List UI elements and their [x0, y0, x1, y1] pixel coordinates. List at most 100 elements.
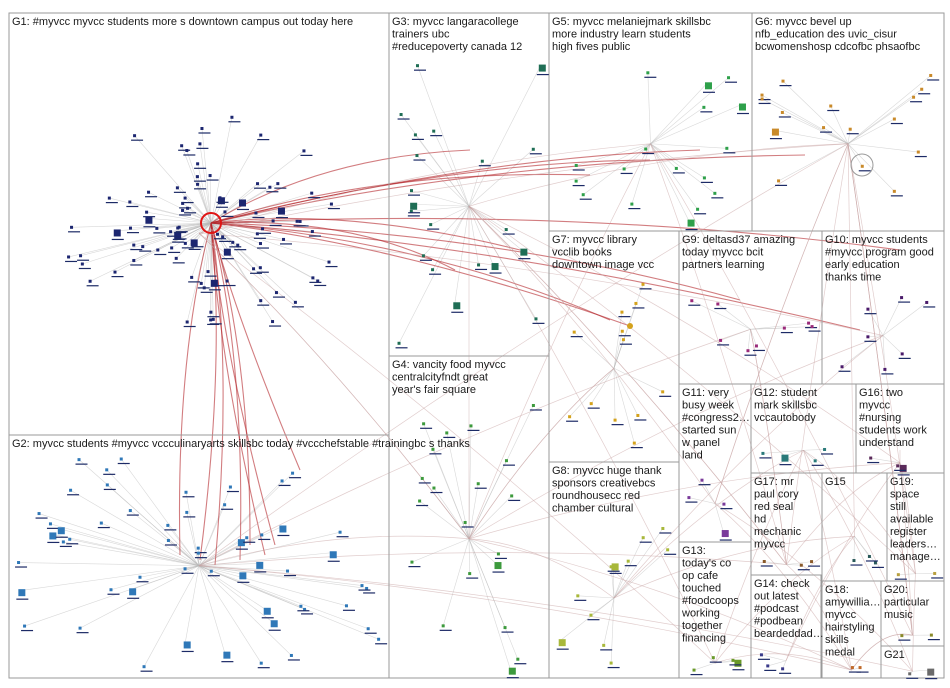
node-g3[interactable]: [492, 263, 499, 270]
node-g4[interactable]: [532, 404, 535, 407]
node-g1[interactable]: [170, 246, 173, 249]
node-g2[interactable]: [260, 533, 263, 536]
node-g6[interactable]: [777, 179, 780, 182]
node-g2[interactable]: [69, 489, 72, 492]
node-g1[interactable]: [184, 242, 187, 245]
node-g7[interactable]: [573, 331, 576, 334]
node-g8[interactable]: [610, 662, 613, 665]
node-g5[interactable]: [575, 164, 578, 167]
node-g14[interactable]: [766, 664, 769, 667]
node-g15[interactable]: [868, 555, 871, 558]
node-g2[interactable]: [360, 584, 363, 587]
node-g17[interactable]: [763, 560, 766, 563]
node-g7[interactable]: [614, 419, 617, 422]
node-g2[interactable]: [62, 540, 65, 543]
node-g7[interactable]: [642, 283, 645, 286]
node-g6[interactable]: [861, 165, 864, 168]
node-g4[interactable]: [505, 459, 508, 462]
node-g1[interactable]: [272, 219, 275, 222]
node-g1[interactable]: [212, 318, 215, 321]
node-g5[interactable]: [630, 203, 633, 206]
node-g3[interactable]: [400, 113, 403, 116]
node-g1[interactable]: [218, 196, 221, 199]
node-g15[interactable]: [852, 559, 855, 562]
node-g2[interactable]: [210, 570, 213, 573]
node-g1[interactable]: [129, 227, 132, 230]
node-g1[interactable]: [310, 192, 313, 195]
node-g10[interactable]: [900, 296, 903, 299]
node-g1[interactable]: [67, 255, 70, 258]
node-g1[interactable]: [327, 261, 330, 264]
node-g1[interactable]: [259, 242, 262, 245]
node-g20[interactable]: [930, 634, 933, 637]
node-g2[interactable]: [279, 525, 286, 532]
node-g2[interactable]: [281, 479, 284, 482]
node-g1[interactable]: [224, 249, 231, 256]
node-g11[interactable]: [700, 479, 703, 482]
node-g1[interactable]: [185, 149, 188, 152]
node-g4[interactable]: [422, 422, 425, 425]
node-g4[interactable]: [510, 494, 513, 497]
node-g1[interactable]: [145, 211, 148, 214]
node-g1[interactable]: [330, 203, 333, 206]
node-g6[interactable]: [761, 94, 764, 97]
node-g3[interactable]: [481, 160, 484, 163]
node-g3[interactable]: [414, 133, 417, 136]
node-g2[interactable]: [49, 532, 56, 539]
node-g6[interactable]: [920, 88, 923, 91]
node-g5[interactable]: [727, 76, 730, 79]
node-g7[interactable]: [636, 414, 639, 417]
node-g5[interactable]: [713, 192, 716, 195]
node-g12[interactable]: [823, 448, 826, 451]
node-g2[interactable]: [223, 652, 230, 659]
node-g7[interactable]: [661, 390, 664, 393]
node-g1[interactable]: [200, 282, 203, 285]
node-g1[interactable]: [254, 211, 257, 214]
node-g4[interactable]: [469, 424, 472, 427]
node-g9[interactable]: [811, 325, 814, 328]
node-g2[interactable]: [299, 605, 302, 608]
node-g1[interactable]: [209, 174, 212, 177]
node-g1[interactable]: [128, 201, 131, 204]
node-g2[interactable]: [78, 458, 81, 461]
node-g4[interactable]: [442, 624, 445, 627]
node-g3[interactable]: [431, 268, 434, 271]
node-g1[interactable]: [261, 227, 264, 230]
node-g4[interactable]: [477, 482, 480, 485]
node-g2[interactable]: [185, 511, 188, 514]
node-g3[interactable]: [429, 223, 432, 226]
node-g2[interactable]: [229, 486, 232, 489]
node-g13[interactable]: [712, 656, 715, 659]
node-g6[interactable]: [772, 129, 779, 136]
node-g11[interactable]: [722, 503, 725, 506]
node-g12[interactable]: [814, 459, 817, 462]
node-g3[interactable]: [532, 148, 535, 151]
node-g21[interactable]: [927, 669, 934, 676]
node-g1[interactable]: [316, 279, 319, 282]
node-g1[interactable]: [176, 226, 179, 229]
node-g7[interactable]: [620, 311, 623, 314]
node-g7[interactable]: [633, 442, 636, 445]
node-g1[interactable]: [198, 142, 201, 145]
node-g2[interactable]: [184, 641, 191, 648]
node-g12[interactable]: [781, 455, 788, 462]
node-g1[interactable]: [114, 229, 121, 236]
node-g7[interactable]: [634, 302, 637, 305]
node-g1[interactable]: [132, 244, 135, 247]
node-g2[interactable]: [109, 588, 112, 591]
node-g8[interactable]: [589, 614, 592, 617]
node-g2[interactable]: [105, 468, 108, 471]
node-g1[interactable]: [190, 276, 193, 279]
node-g1[interactable]: [276, 182, 279, 185]
node-g9[interactable]: [783, 327, 786, 330]
node-g1[interactable]: [89, 280, 92, 283]
node-g1[interactable]: [81, 262, 84, 265]
node-g17[interactable]: [810, 560, 813, 563]
node-g11[interactable]: [687, 496, 690, 499]
node-g4[interactable]: [464, 521, 467, 524]
node-g1[interactable]: [133, 134, 136, 137]
node-g1[interactable]: [226, 280, 229, 283]
node-g13[interactable]: [731, 659, 734, 662]
node-g2[interactable]: [167, 539, 170, 542]
node-g5[interactable]: [623, 167, 626, 170]
